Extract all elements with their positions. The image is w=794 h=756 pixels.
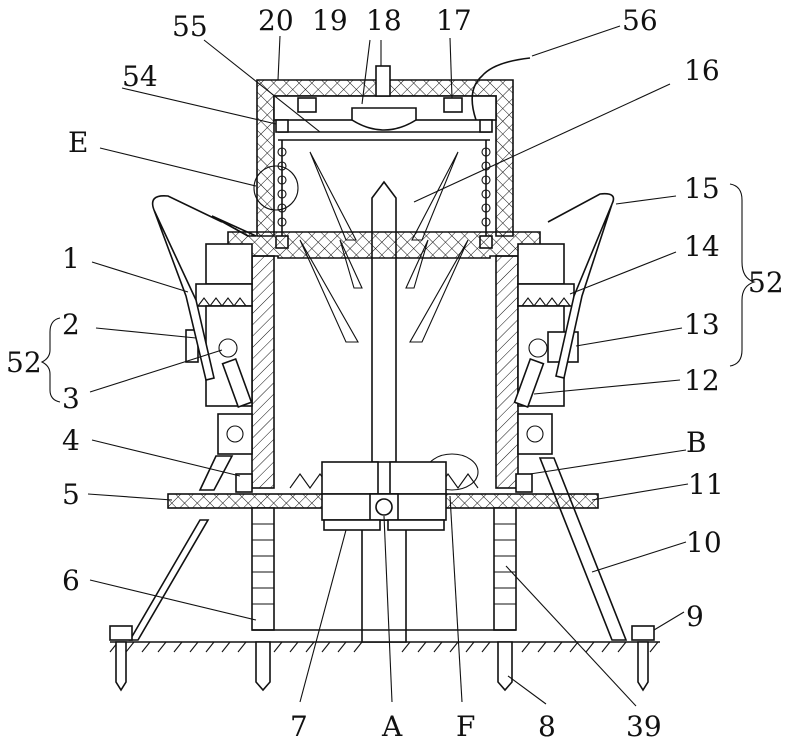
label-e: E <box>68 126 88 159</box>
label-b: B <box>686 426 707 459</box>
label-13: 13 <box>684 308 720 341</box>
label-1: 1 <box>62 242 80 275</box>
label-12: 12 <box>684 364 720 397</box>
label-39: 39 <box>626 710 662 743</box>
label-54: 54 <box>122 60 158 93</box>
support-legs <box>130 508 516 690</box>
label-20: 20 <box>258 4 294 37</box>
label-3: 3 <box>62 382 80 415</box>
label-18: 18 <box>366 4 402 37</box>
label-f: F <box>456 710 475 743</box>
brace-52-left <box>42 318 60 402</box>
label-5: 5 <box>62 478 80 511</box>
label-11: 11 <box>688 468 724 501</box>
label-4: 4 <box>62 424 80 457</box>
label-52-left: 52 <box>6 346 42 379</box>
label-2: 2 <box>62 308 80 341</box>
label-17: 17 <box>436 4 472 37</box>
label-8: 8 <box>538 710 556 743</box>
label-9: 9 <box>686 600 704 633</box>
label-19: 19 <box>312 4 348 37</box>
label-7: 7 <box>290 710 308 743</box>
label-a: A <box>381 710 403 743</box>
label-16: 16 <box>684 54 720 87</box>
label-6: 6 <box>62 564 80 597</box>
label-56: 56 <box>622 4 658 37</box>
label-52-right: 52 <box>748 266 784 299</box>
label-14: 14 <box>684 230 720 263</box>
label-15: 15 <box>684 172 720 205</box>
label-55: 55 <box>172 10 208 43</box>
right-clamp-housing <box>515 194 626 640</box>
label-10: 10 <box>686 526 722 559</box>
